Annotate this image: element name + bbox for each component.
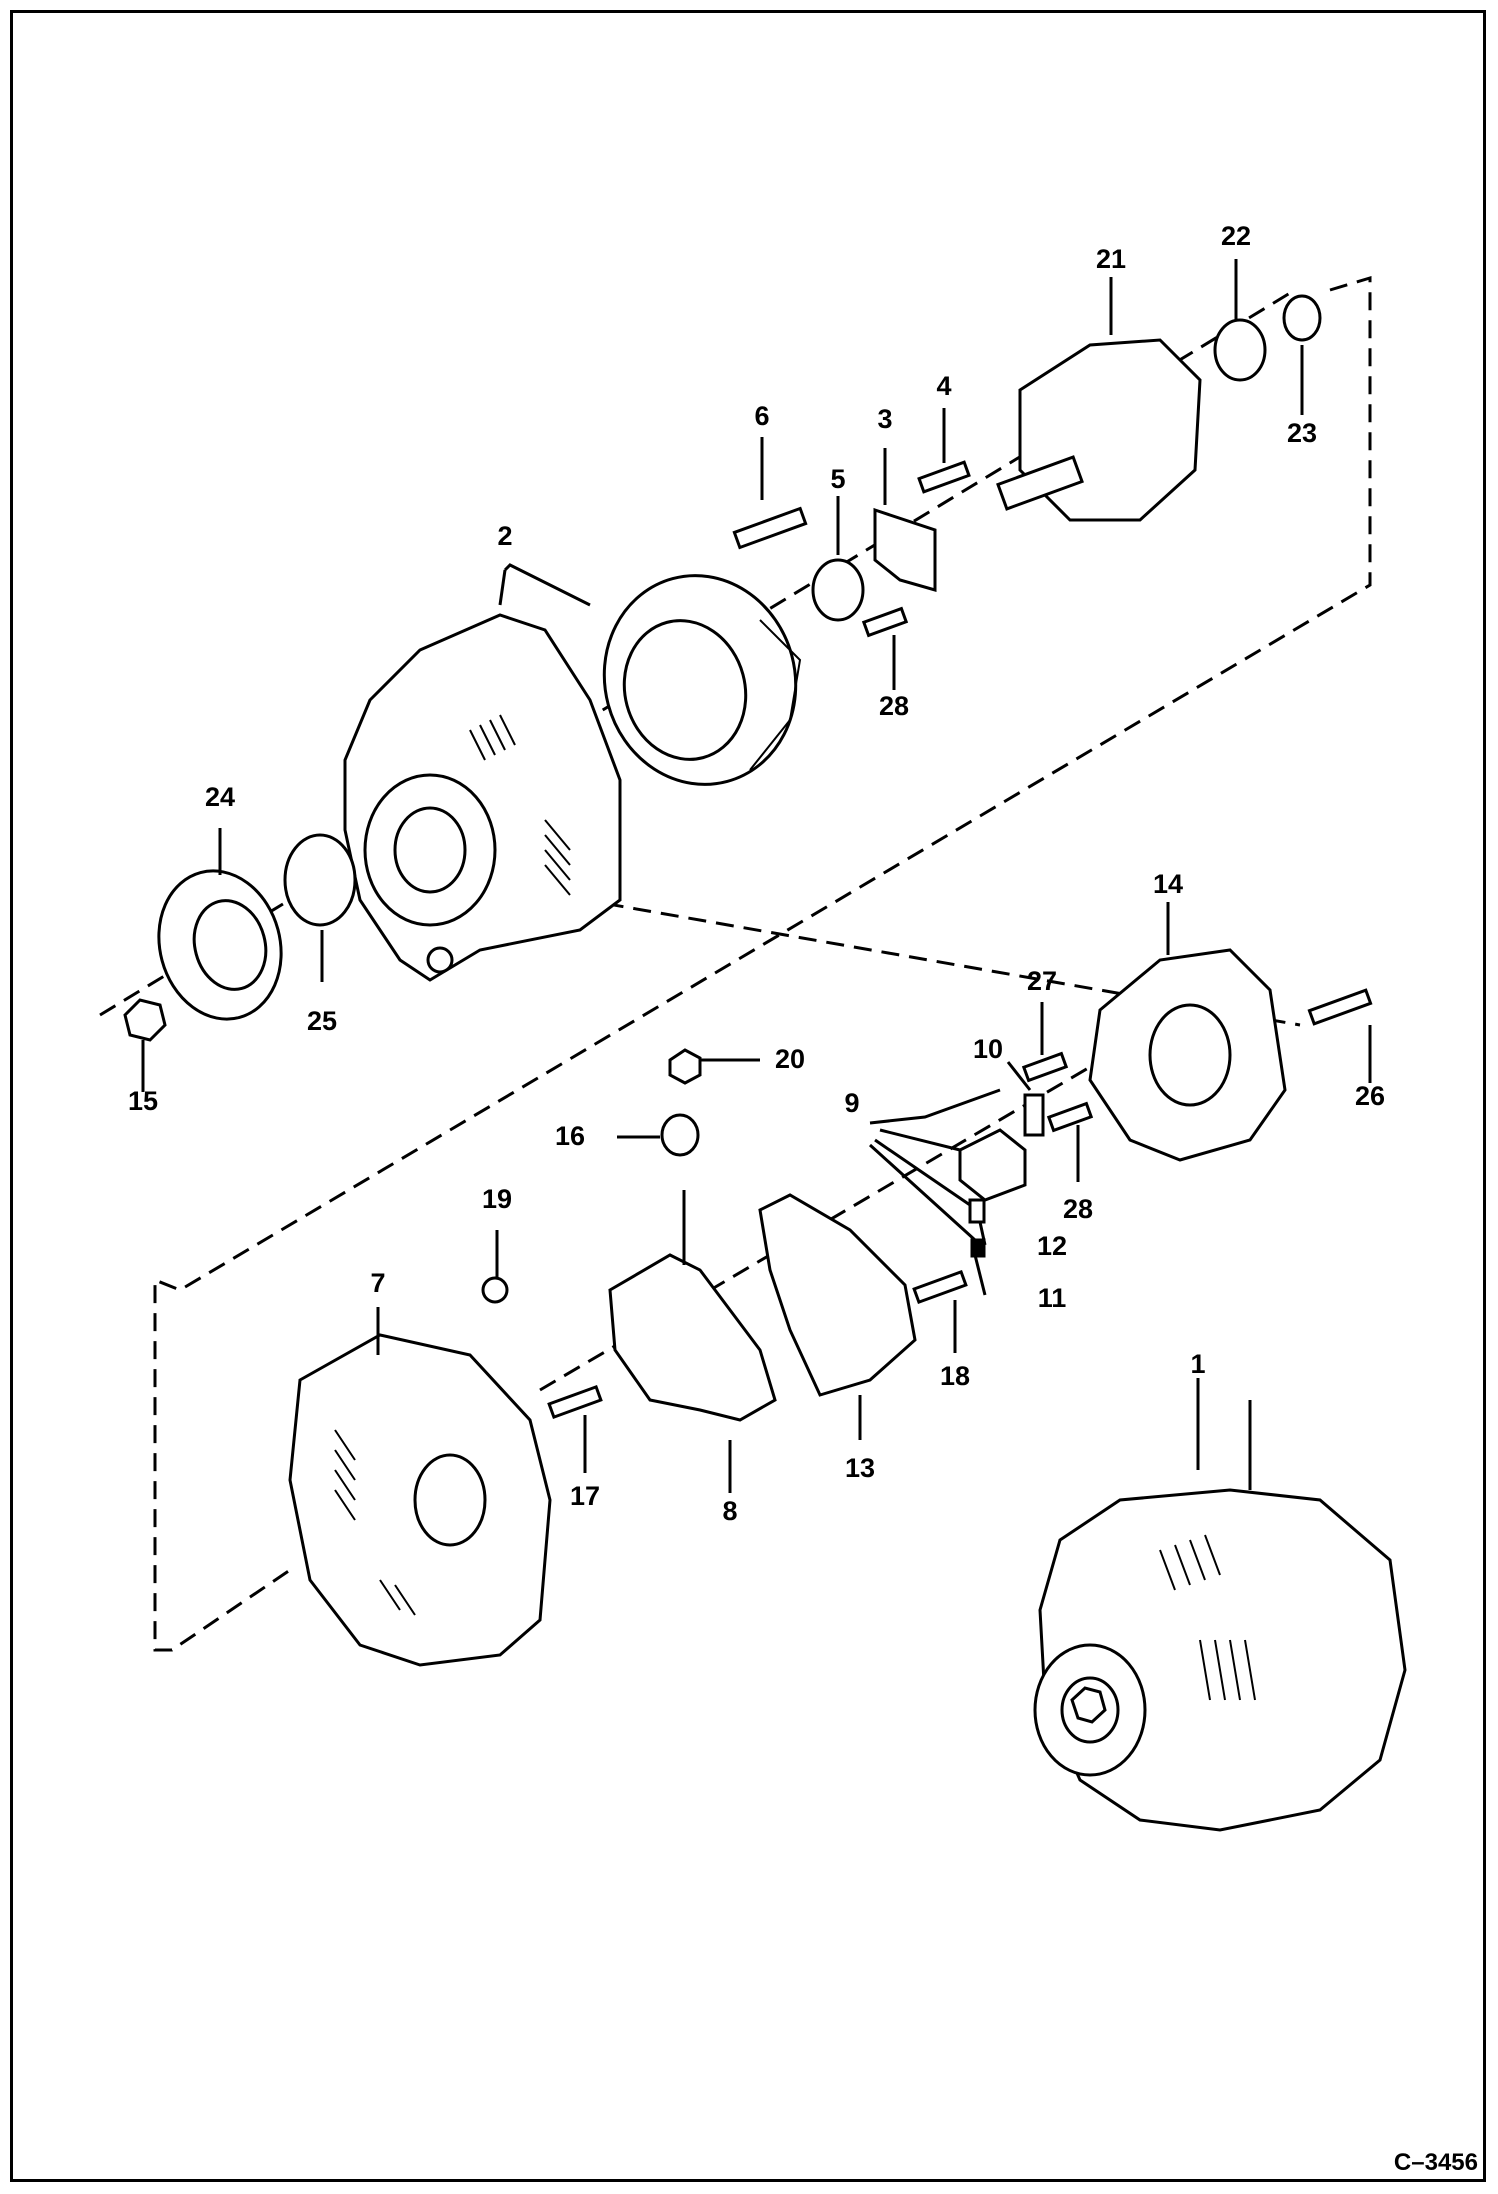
spacer-part bbox=[283, 833, 357, 927]
callout-22: 22 bbox=[1221, 221, 1251, 251]
terminal-plate-part bbox=[1023, 1093, 1045, 1137]
callout-27: 27 bbox=[1027, 966, 1057, 996]
rear-housing-part bbox=[288, 1333, 552, 1667]
callout-8: 8 bbox=[722, 1496, 737, 1526]
bolt-part-18 bbox=[912, 1269, 968, 1305]
regulator-part bbox=[758, 1193, 917, 1397]
screw-part-27 bbox=[1021, 1051, 1069, 1083]
brush-holder-part bbox=[958, 1128, 1027, 1202]
screw-part-upper bbox=[861, 606, 909, 638]
rectifier-part bbox=[608, 1253, 777, 1422]
screw-part-lower bbox=[1046, 1101, 1094, 1133]
callout-2: 2 bbox=[497, 521, 512, 551]
callout-5: 5 bbox=[830, 464, 845, 494]
callout-28-upper: 28 bbox=[879, 691, 909, 721]
nut-part bbox=[123, 998, 167, 1042]
callout-17: 17 bbox=[570, 1481, 600, 1511]
callout-14: 14 bbox=[1153, 869, 1183, 899]
callout-24: 24 bbox=[205, 782, 235, 812]
brush-part bbox=[970, 1238, 986, 1258]
bolt-part-26 bbox=[1307, 988, 1373, 1026]
callout-12: 12 bbox=[1037, 1231, 1067, 1261]
rear-cover-part bbox=[1088, 948, 1287, 1162]
callout-7: 7 bbox=[370, 1268, 385, 1298]
spring-part bbox=[968, 1198, 986, 1224]
pulley-part bbox=[157, 869, 283, 1021]
callout-1: 1 bbox=[1190, 1349, 1205, 1379]
diagram-frame bbox=[10, 10, 1486, 2182]
callout-20: 20 bbox=[775, 1044, 805, 1074]
rear-bearing-part bbox=[1213, 318, 1267, 382]
callout-18: 18 bbox=[940, 1361, 970, 1391]
front-housing-part bbox=[343, 613, 622, 982]
small-bearing-part bbox=[1282, 294, 1322, 342]
callout-28-lower: 28 bbox=[1063, 1194, 1093, 1224]
callout-13: 13 bbox=[845, 1453, 875, 1483]
figure-code: C–3456 bbox=[1394, 2149, 1478, 2176]
assembled-alternator-part bbox=[1033, 1400, 1407, 1832]
bolt-part-17 bbox=[547, 1384, 603, 1420]
callout-26: 26 bbox=[1355, 1081, 1385, 1111]
screw-part bbox=[917, 460, 971, 494]
leader-lines bbox=[141, 259, 1372, 1493]
nut-part-20 bbox=[668, 1048, 702, 1085]
callout-9: 9 bbox=[844, 1088, 859, 1118]
callout-numbers: 1 2 3 4 5 6 7 8 9 10 11 12 13 14 15 16 1… bbox=[128, 221, 1385, 1526]
stud-bolt-part bbox=[732, 506, 808, 550]
insulator-part bbox=[660, 1113, 700, 1157]
callout-11: 11 bbox=[1038, 1283, 1067, 1313]
callout-15: 15 bbox=[128, 1086, 158, 1116]
callout-4: 4 bbox=[936, 371, 951, 401]
callout-23: 23 bbox=[1287, 418, 1317, 448]
callout-25: 25 bbox=[307, 1006, 337, 1036]
rotor-part bbox=[996, 338, 1202, 522]
callout-19: 19 bbox=[482, 1184, 512, 1214]
callout-6: 6 bbox=[754, 401, 769, 431]
callout-3: 3 bbox=[877, 404, 892, 434]
callout-10: 10 bbox=[973, 1034, 1003, 1064]
nut-part-19 bbox=[481, 1276, 509, 1304]
stator-part bbox=[602, 574, 802, 786]
bearing-part bbox=[811, 558, 865, 622]
callout-16: 16 bbox=[555, 1121, 585, 1151]
callout-21: 21 bbox=[1096, 244, 1126, 274]
retainer-plate-part bbox=[873, 507, 937, 592]
